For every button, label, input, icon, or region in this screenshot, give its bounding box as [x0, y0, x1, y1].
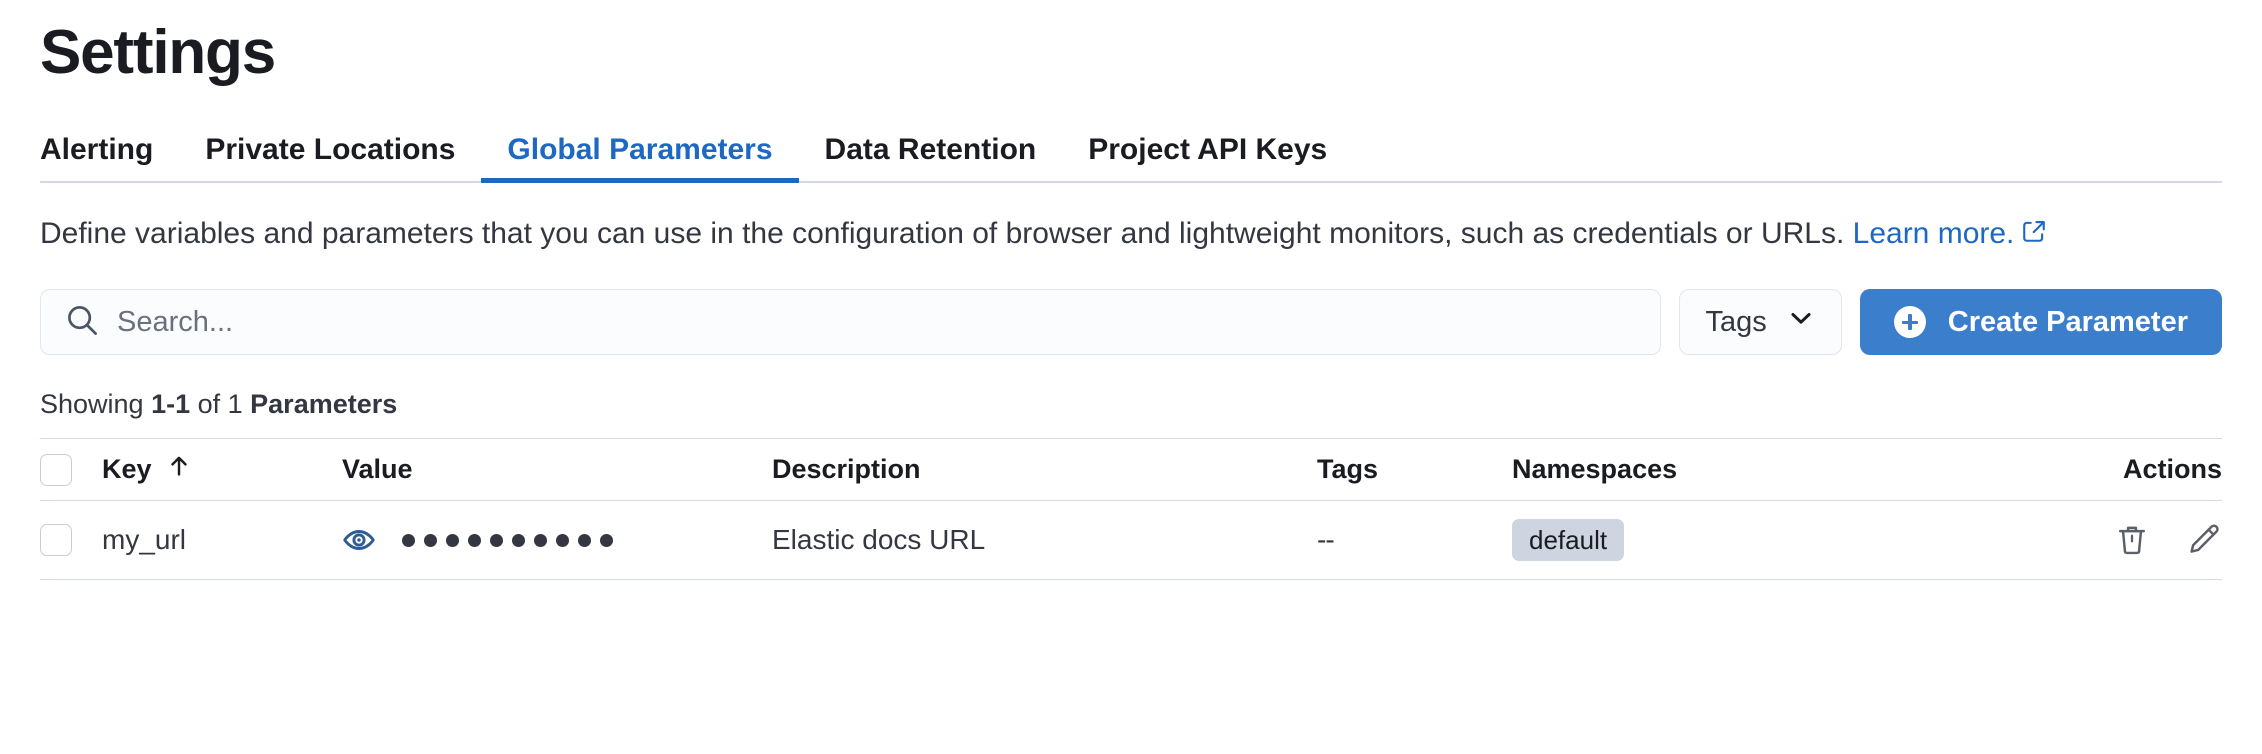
mask-dot — [402, 533, 415, 547]
mask-dot — [424, 533, 437, 547]
column-header-key[interactable]: Key — [102, 453, 342, 486]
description-paragraph: Define variables and parameters that you… — [40, 213, 2220, 257]
results-noun: Parameters — [250, 389, 398, 420]
cell-value — [342, 523, 772, 557]
plus-circle-icon — [1893, 306, 1926, 339]
table-header-row: Key Value Description Tags Namespaces — [40, 438, 2222, 500]
tab-bar: Alerting Private Locations Global Parame… — [40, 121, 2222, 184]
mask-dot — [534, 533, 547, 547]
page-title: Settings — [40, 18, 276, 87]
tab-data-retention[interactable]: Data Retention — [824, 133, 1037, 167]
mask-dot — [446, 533, 459, 547]
row-select-checkbox[interactable] — [40, 524, 72, 557]
mask-dot — [468, 533, 481, 547]
create-parameter-button[interactable]: Create Parameter — [1859, 289, 2222, 356]
pencil-icon[interactable] — [2186, 522, 2222, 558]
masked-value — [402, 533, 613, 547]
chevron-down-icon — [1787, 304, 1815, 340]
column-header-actions: Actions — [2012, 454, 2222, 485]
table-row: my_url — [40, 500, 2222, 581]
mask-dot — [512, 533, 525, 547]
column-header-key-label: Key — [102, 454, 152, 485]
column-header-value: Value — [342, 454, 772, 485]
search-box[interactable] — [40, 289, 1661, 356]
column-header-description: Description — [772, 454, 1317, 485]
external-link-icon — [2021, 214, 2047, 257]
column-header-namespaces-label: Namespaces — [1512, 454, 1678, 485]
namespace-badge: default — [1512, 519, 1625, 562]
row-select-cell — [40, 524, 102, 557]
tags-filter-button[interactable]: Tags — [1678, 289, 1842, 356]
column-header-value-label: Value — [342, 454, 413, 485]
tab-private-locations[interactable]: Private Locations — [205, 133, 456, 167]
mask-dot — [490, 533, 503, 547]
parameters-table: Key Value Description Tags Namespaces — [40, 438, 2222, 581]
select-all-cell — [40, 453, 102, 486]
mask-dot — [578, 533, 591, 547]
cell-actions — [2012, 522, 2222, 558]
search-icon — [65, 303, 99, 342]
arrow-up-icon — [166, 453, 192, 486]
tab-project-api-keys[interactable]: Project API Keys — [1088, 133, 1328, 167]
results-range: 1-1 — [151, 389, 191, 420]
results-count: Showing 1-1 of 1 Parameters — [40, 389, 2222, 420]
cell-tags: -- — [1317, 524, 1335, 556]
trash-icon[interactable] — [2114, 522, 2150, 558]
eye-icon[interactable] — [342, 523, 376, 557]
tab-global-parameters[interactable]: Global Parameters — [481, 135, 799, 184]
column-header-actions-label: Actions — [2122, 454, 2222, 485]
controls-row: Tags Create Parameter — [40, 289, 2222, 356]
column-header-namespaces: Namespaces — [1512, 454, 2012, 485]
column-header-tags-label: Tags — [1317, 454, 1379, 485]
column-header-description-label: Description — [772, 454, 921, 485]
learn-more-link[interactable]: Learn more. — [1853, 217, 2015, 250]
mask-dot — [600, 533, 613, 547]
learn-more-label: Learn more. — [1852, 217, 2015, 251]
description-text: Define variables and parameters that you… — [40, 217, 1845, 251]
results-middle: of 1 — [190, 389, 251, 420]
tab-alerting[interactable]: Alerting — [40, 133, 154, 167]
create-parameter-label: Create Parameter — [1947, 305, 2188, 338]
select-all-checkbox[interactable] — [40, 453, 72, 486]
search-input[interactable] — [117, 290, 1636, 355]
cell-description: Elastic docs URL — [772, 524, 986, 556]
cell-key: my_url — [102, 524, 187, 556]
column-header-tags: Tags — [1317, 454, 1512, 485]
cell-namespaces: default — [1512, 519, 2012, 562]
mask-dot — [556, 533, 569, 547]
tags-filter-label: Tags — [1705, 305, 1767, 338]
results-prefix: Showing — [40, 389, 152, 420]
